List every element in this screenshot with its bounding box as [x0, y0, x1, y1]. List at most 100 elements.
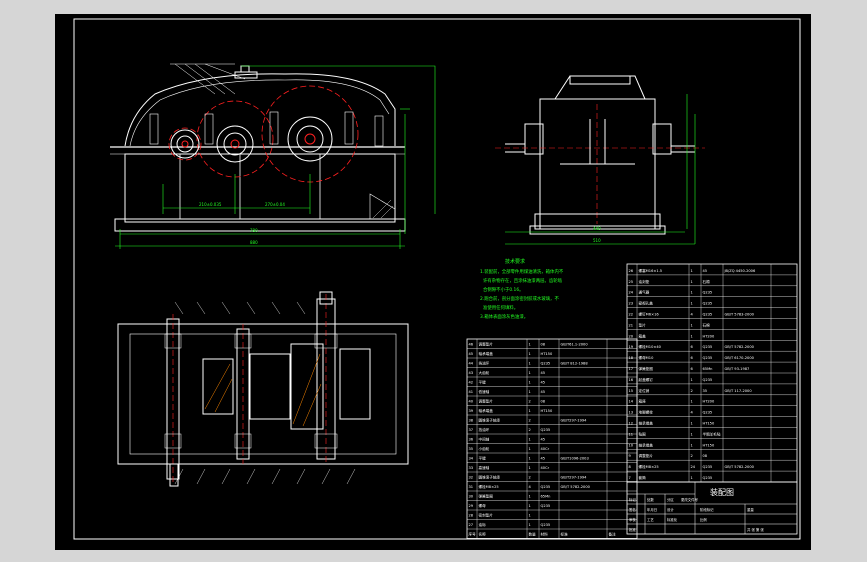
bom-cell: GB/T 5782-2000: [725, 465, 755, 469]
bom-cell: 材料: [541, 532, 549, 537]
bom-cell: 33: [469, 466, 474, 470]
bom-cell: 1: [529, 362, 531, 366]
tech-req-line: 2.跑合前，剖分面涂密封胶或水玻璃，不: [480, 295, 559, 302]
bom-cell: 高速轴: [479, 465, 490, 470]
bom-cell: 25: [629, 280, 634, 284]
bom-cell: 1: [691, 323, 693, 327]
bom-cell: 45: [541, 390, 546, 394]
bom-cell: 调整垫片: [639, 453, 654, 458]
bom-cell: Q235: [703, 291, 713, 295]
bom-cell: 18: [629, 356, 634, 360]
bom-cell: 7: [629, 476, 631, 480]
tech-req-line: 准使用任何填料。: [483, 304, 518, 311]
bom-cell: 数量: [529, 532, 537, 537]
bom-cell: 1: [691, 269, 693, 273]
tech-req-line: 合侧隙不小于0.16。: [483, 286, 524, 293]
bom-cell: 9: [629, 454, 632, 458]
bom-cell: 1: [529, 495, 531, 499]
bom-cell: 16: [629, 378, 634, 382]
title-block-cell: 分区: [667, 497, 674, 502]
bom-cell: 毡圈: [639, 431, 647, 436]
bom-cell: 挡油环: [479, 361, 490, 366]
bom-cell: Q235: [703, 465, 713, 469]
title-block-cell: 标记: [629, 497, 636, 502]
dim-side-width: 440: [593, 226, 601, 231]
bom-cell: 1: [691, 443, 693, 447]
bom-cell: 4: [529, 485, 532, 489]
bom-cell: 螺栓M10×40: [639, 344, 662, 349]
bom-cell: 45: [469, 352, 474, 356]
bom-cell: 轴承端盖: [639, 442, 654, 447]
bom-cell: Q235: [541, 428, 551, 432]
bom-cell: HT150: [541, 352, 553, 356]
bom-cell: 2: [529, 400, 531, 404]
bom-cell: 40Cr: [541, 466, 550, 470]
bom-cell: 6: [691, 356, 694, 360]
bom-cell: 42: [469, 381, 474, 385]
title-block-cell: 阶段标记: [700, 507, 714, 512]
bom-cell: 39: [469, 409, 474, 413]
drawing-title: 装配图: [710, 487, 734, 497]
tech-req-line: 许有杂物存在，且涂抹油漆两层。齿轮啮: [483, 277, 563, 284]
bom-cell: 油封垫: [639, 279, 650, 284]
bom-cell: 2: [529, 419, 531, 423]
bom-cell: 调整垫片: [479, 399, 494, 404]
bom-cell: GB/T297-1994: [561, 476, 588, 480]
bom-cell: 12: [629, 422, 634, 426]
bom-cell: 45: [703, 269, 708, 273]
bom-cell: GB/T 117-2000: [725, 389, 753, 393]
bom-cell: 27: [469, 523, 474, 527]
bom-cell: Q235: [703, 302, 713, 306]
bom-cell: 平键: [479, 380, 487, 385]
assembly-drawing: 210±0.035 270±0.04 780 880 440 510: [73, 18, 801, 540]
bom-cell: 44: [469, 362, 474, 366]
bom-cell: 08: [541, 343, 546, 347]
bom-cell: 石棉: [703, 279, 711, 284]
bom-cell: 弹簧垫圈: [639, 366, 654, 371]
bom-cell: Q235: [703, 345, 713, 349]
bom-cell: Q235: [703, 476, 713, 480]
bom-cell: 窥视孔盖: [639, 301, 654, 306]
bom-cell: 轴承端盖: [639, 421, 654, 426]
title-block-cell: 签名: [629, 507, 636, 512]
bom-cell: 4: [691, 313, 694, 317]
bom-cell: 31: [469, 485, 474, 489]
bom-cell: 34: [469, 457, 474, 461]
plan-view: [117, 291, 409, 487]
dim-center-distance-2: 270±0.04: [265, 202, 285, 207]
bom-cell: 地脚螺栓: [639, 410, 654, 415]
bom-cell: 10: [629, 443, 634, 447]
cad-drawing-canvas: 210±0.035 270±0.04 780 880 440 510: [55, 14, 811, 550]
bom-cell: 2: [529, 428, 531, 432]
bom-cell: 1: [691, 291, 693, 295]
bom-cell: 1: [691, 334, 693, 338]
title-block-cell: 标准化: [667, 517, 678, 522]
bom-cell: 46: [469, 343, 474, 347]
title-block-cell: 比例: [700, 517, 707, 522]
bom-cell: 圆锥滚子轴承: [479, 418, 501, 423]
title-block-cell: 重量: [747, 507, 754, 512]
title-block: 装配图 标记处数分区更改文件号签名年月日设计审核工艺标准化批准阶段标记重量比例共…: [626, 481, 798, 535]
bom-cell: 2: [691, 454, 693, 458]
bom-cell: GB/T 6170-2000: [725, 356, 755, 360]
tech-req-line: 1.装配前，全部零件用煤油清洗，箱体内不: [480, 268, 564, 275]
title-block-cell: 共 张 第 张: [747, 527, 764, 532]
bom-cell: 1: [529, 371, 531, 375]
bom-cell: 石棉: [703, 322, 711, 327]
bom-cell: Q235: [541, 362, 551, 366]
technical-requirements: 技术要求 1.装配前，全部零件用煤油清洗，箱体内不 许有杂物存在，且涂抹油漆两层…: [480, 258, 564, 320]
bom-cell: 2: [529, 476, 531, 480]
title-block-cell: 更改文件号: [681, 497, 699, 502]
dim-base-length: 780: [250, 228, 258, 233]
bom-cell: Q235: [541, 485, 551, 489]
bom-cell: 6: [691, 367, 694, 371]
bom-cell: HT150: [541, 409, 553, 413]
bom-cell: 平键: [479, 456, 487, 461]
bom-cell: 13: [629, 411, 634, 415]
bom-cell: 35: [469, 447, 474, 451]
bom-cell: 30: [469, 495, 474, 499]
bom-cell: 螺钉M6×16: [639, 312, 660, 317]
tech-req-title: 技术要求: [505, 258, 525, 265]
bom-cell: 密封垫片: [479, 513, 494, 518]
